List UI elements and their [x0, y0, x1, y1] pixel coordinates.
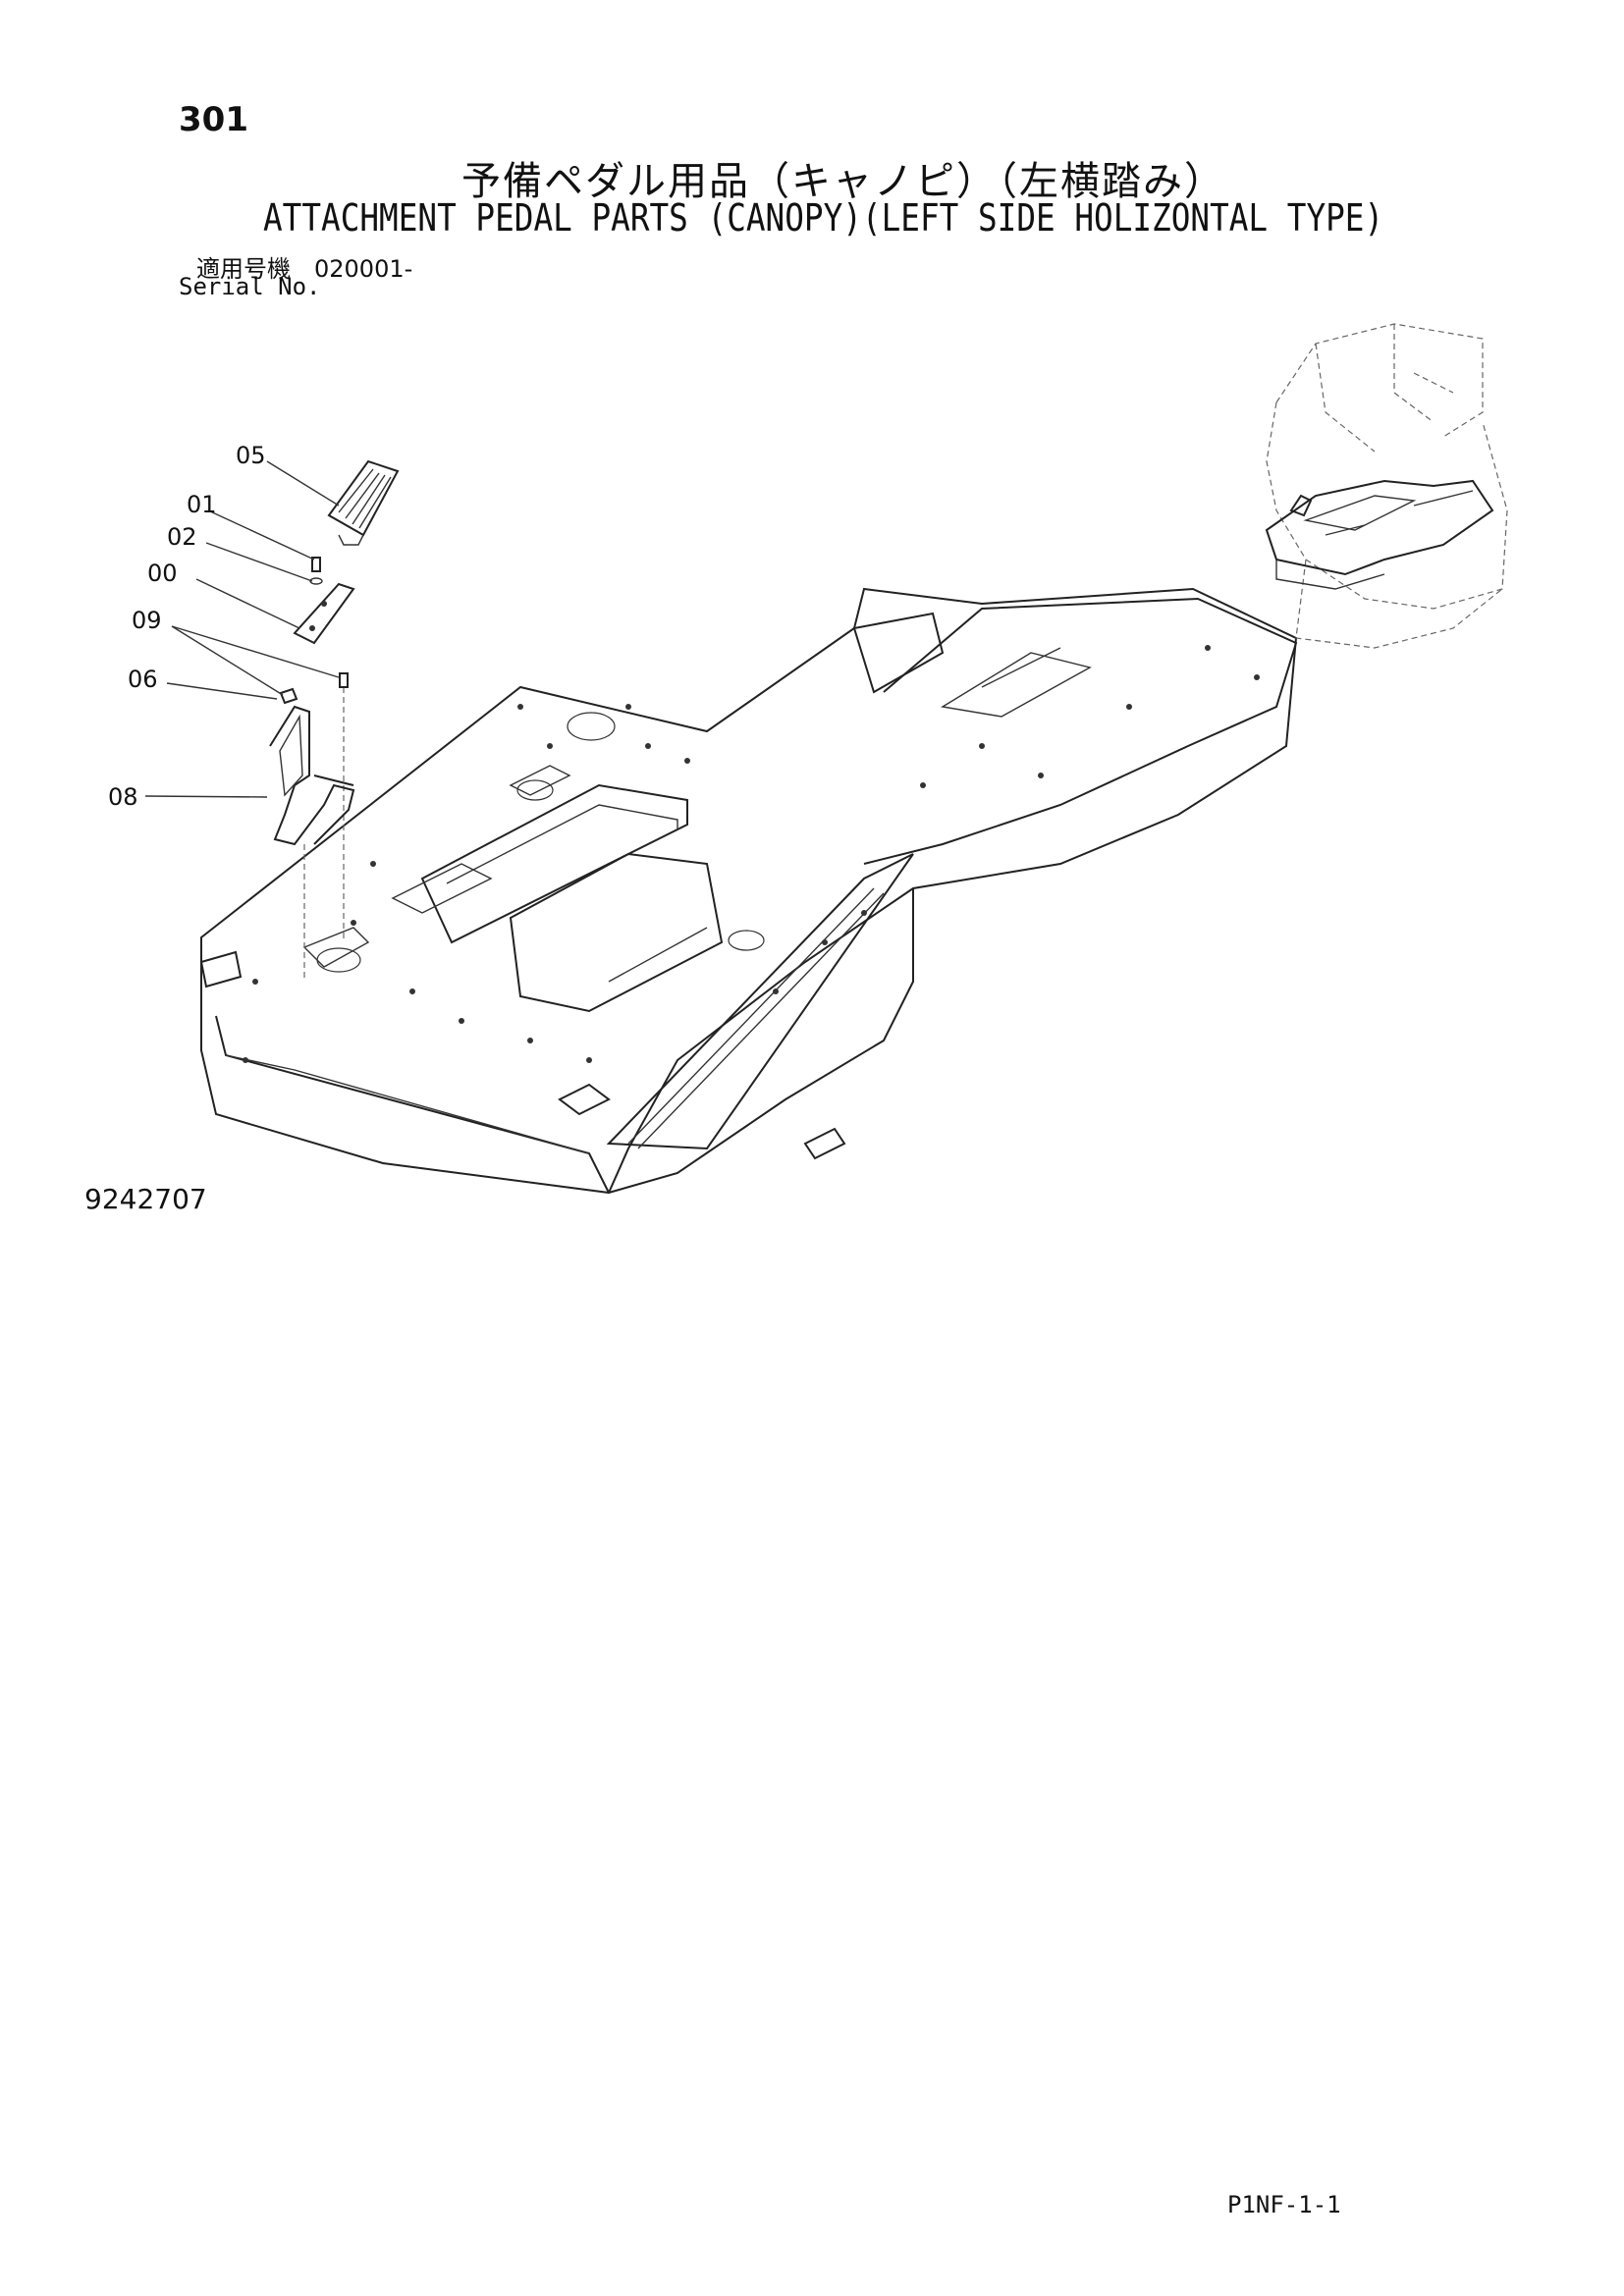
title-english: ATTACHMENT PEDAL PARTS (CANOPY)(LEFT SID… — [263, 196, 1384, 240]
serial-label: Serial No. — [179, 273, 321, 300]
callout-08: 08 — [108, 783, 138, 811]
floor-frame — [199, 587, 1298, 1195]
footer-page-code: P1NF-1-1 — [1227, 2191, 1341, 2218]
callout-01: 01 — [187, 491, 217, 518]
serial-japanese: 適用号機 020001- — [196, 255, 413, 283]
locator-inset-cab — [1265, 323, 1508, 649]
callout-02: 02 — [167, 523, 197, 551]
callout-00: 00 — [147, 560, 178, 587]
pedal-assembly — [269, 459, 400, 846]
callout-labels: 05 01 02 00 09 06 08 — [108, 442, 266, 811]
callout-09: 09 — [132, 607, 162, 634]
title-japanese: 予備ペダル用品（キャノピ）（左横踏み） — [461, 159, 1225, 204]
callout-leaders — [144, 460, 340, 798]
callout-06: 06 — [128, 666, 158, 693]
page-number: 301 — [179, 100, 248, 139]
callout-05: 05 — [236, 442, 266, 469]
drawing-number: 9242707 — [84, 1183, 207, 1215]
